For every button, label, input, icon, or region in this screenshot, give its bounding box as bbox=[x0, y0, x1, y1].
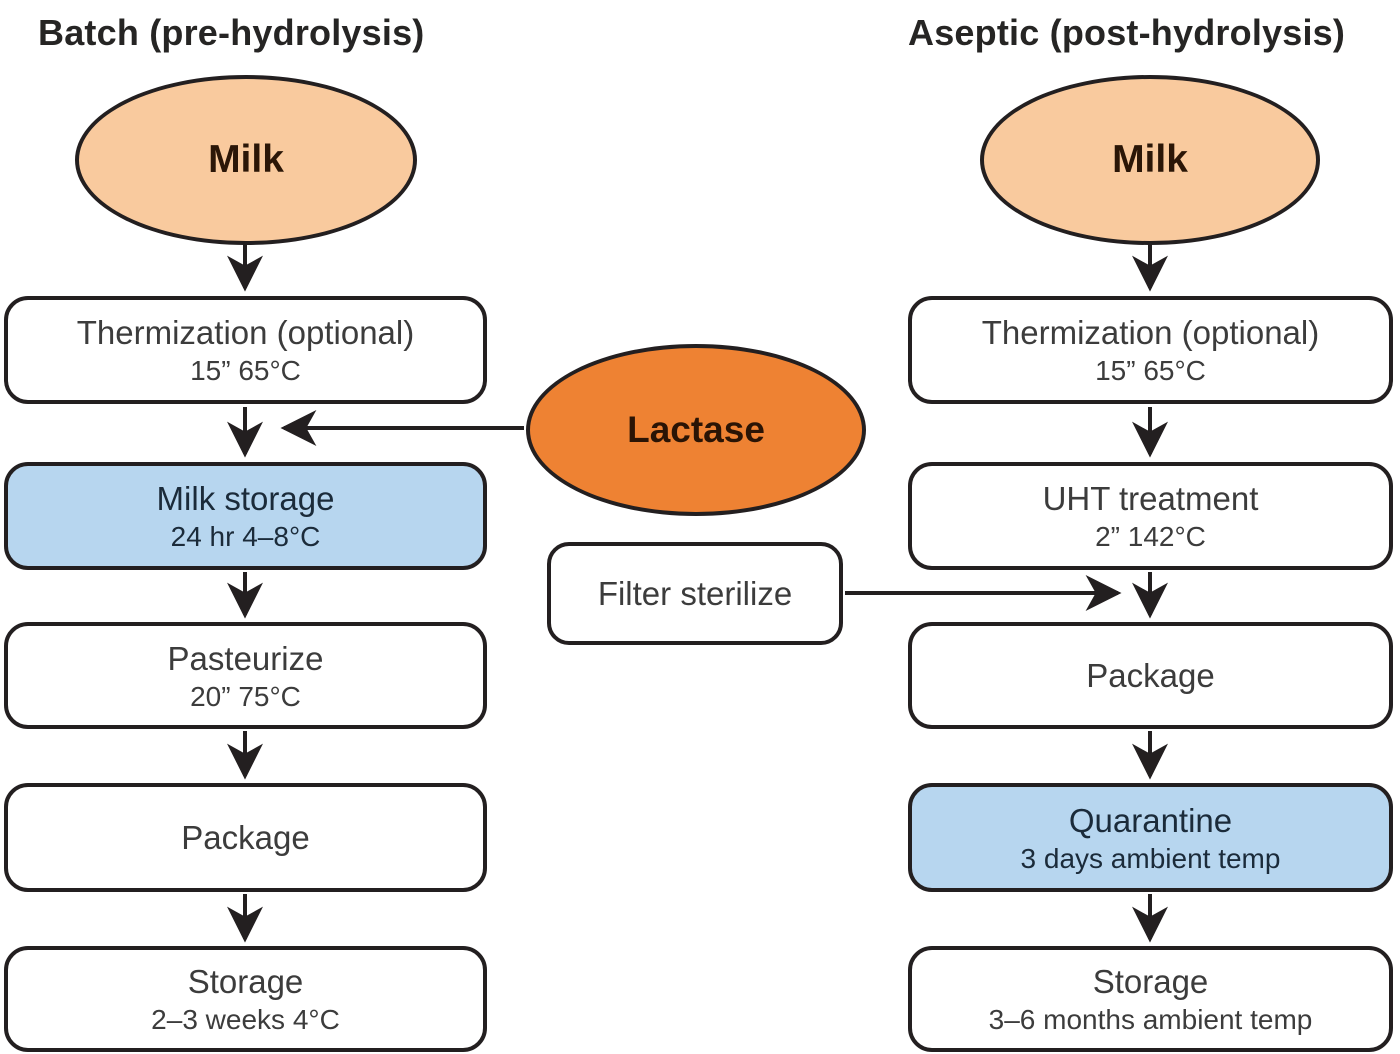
step-label: Quarantine bbox=[1068, 801, 1233, 839]
step-sub: 3 days ambient temp bbox=[1020, 842, 1281, 874]
right-milk-node: Milk bbox=[980, 75, 1320, 245]
step-label: Package bbox=[181, 818, 310, 856]
step-label: UHT treatment bbox=[1042, 480, 1259, 517]
left-step-pasteurize: Pasteurize 20” 75°C bbox=[4, 622, 487, 729]
step-sub: 2–3 weeks 4°C bbox=[151, 1004, 340, 1035]
filter-sterilize-node: Filter sterilize bbox=[547, 542, 843, 645]
filter-sterilize-label: Filter sterilize bbox=[597, 574, 793, 612]
left-step-thermization: Thermization (optional) 15” 65°C bbox=[4, 296, 487, 404]
left-step-storage: Storage 2–3 weeks 4°C bbox=[4, 946, 487, 1052]
step-label: Storage bbox=[187, 963, 304, 1000]
left-step-milk-storage: Milk storage 24 hr 4–8°C bbox=[4, 462, 487, 570]
step-label: Thermization (optional) bbox=[981, 314, 1320, 351]
step-label: Package bbox=[1086, 656, 1215, 694]
lactase-node: Lactase bbox=[526, 344, 866, 516]
right-step-quarantine: Quarantine 3 days ambient temp bbox=[908, 783, 1393, 892]
step-sub: 3–6 months ambient temp bbox=[988, 1004, 1313, 1035]
left-milk-label: Milk bbox=[208, 138, 284, 181]
step-label: Milk storage bbox=[156, 480, 335, 517]
step-sub: 15” 65°C bbox=[1095, 355, 1206, 386]
right-step-storage: Storage 3–6 months ambient temp bbox=[908, 946, 1393, 1052]
lactase-label: Lactase bbox=[627, 409, 765, 450]
step-label: Thermization (optional) bbox=[76, 314, 415, 351]
right-step-thermization: Thermization (optional) 15” 65°C bbox=[908, 296, 1393, 404]
right-step-uht-treatment: UHT treatment 2” 142°C bbox=[908, 462, 1393, 570]
step-label: Pasteurize bbox=[167, 639, 324, 677]
left-column-title: Batch (pre-hydrolysis) bbox=[38, 12, 425, 53]
right-milk-label: Milk bbox=[1112, 138, 1188, 181]
step-sub: 2” 142°C bbox=[1095, 521, 1206, 552]
step-sub: 24 hr 4–8°C bbox=[170, 521, 321, 552]
step-sub: 20” 75°C bbox=[190, 680, 301, 712]
left-step-package: Package bbox=[4, 783, 487, 892]
right-step-package: Package bbox=[908, 622, 1393, 729]
step-label: Storage bbox=[1092, 963, 1209, 1000]
right-column-title: Aseptic (post-hydrolysis) bbox=[908, 12, 1346, 53]
left-milk-node: Milk bbox=[75, 75, 417, 245]
step-sub: 15” 65°C bbox=[190, 355, 301, 386]
